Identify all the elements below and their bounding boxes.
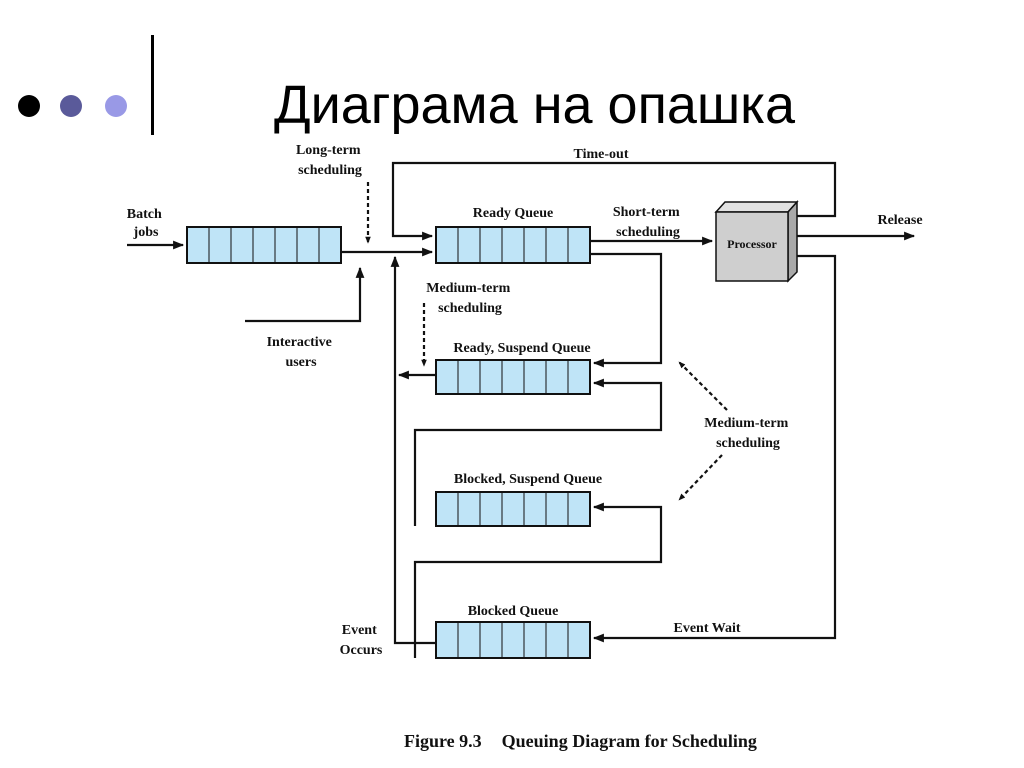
bullet-dot-lavender (105, 95, 127, 117)
medium-term-right-label: Medium-term scheduling (704, 416, 791, 451)
figure-caption: Figure 9.3 Queuing Diagram for Scheduling (404, 731, 757, 752)
ready-suspend-queue-label: Ready, Suspend Queue (453, 341, 590, 356)
ready-queue (435, 226, 591, 264)
ready-suspend-queue (435, 359, 591, 395)
blocked-suspend-queue (435, 491, 591, 527)
interactive-users-arrow (245, 266, 365, 323)
ready-queue-label: Ready Queue (473, 206, 554, 221)
batch-queue (186, 226, 342, 264)
blocked-queue (435, 621, 591, 659)
event-occurs-label: Event Occurs (340, 623, 383, 658)
blocked-queue-label: Blocked Queue (468, 604, 559, 619)
bullet-dot-slate (60, 95, 82, 117)
medium-term-up-arrow (678, 361, 728, 411)
long-term-scheduling-label: Long-term scheduling (296, 143, 364, 178)
event-occurs-arrow (390, 255, 436, 645)
slide-title: Диаграма на опашка (274, 75, 796, 135)
event-wait-arrow (592, 254, 837, 643)
medium-term-down-arrow (678, 454, 723, 501)
event-wait-label: Event Wait (673, 621, 740, 636)
bullet-dot-black (18, 95, 40, 117)
blocked-suspend-queue-label: Blocked, Suspend Queue (454, 472, 602, 487)
figure-title: Queuing Diagram for Scheduling (501, 731, 757, 751)
blocked-suspend-to-ready-suspend-arrow (413, 378, 663, 526)
interactive-users-label: Interactive users (267, 335, 336, 370)
batch-jobs-label: Batch jobs (127, 207, 166, 240)
short-term-scheduling-label: Short-term scheduling (613, 205, 683, 240)
time-out-label: Time-out (574, 147, 629, 162)
release-label: Release (877, 213, 922, 228)
processor-label: Processor (727, 237, 777, 251)
figure-number: Figure 9.3 (404, 731, 482, 751)
ready-to-ready-suspend-arrow (590, 252, 663, 368)
timeout-loop-arrow (391, 161, 837, 241)
title-divider (151, 35, 154, 135)
processor-box (714, 200, 799, 283)
blocked-to-blocked-suspend-arrow (413, 502, 663, 658)
medium-term-left-label: Medium-term scheduling (426, 281, 513, 316)
